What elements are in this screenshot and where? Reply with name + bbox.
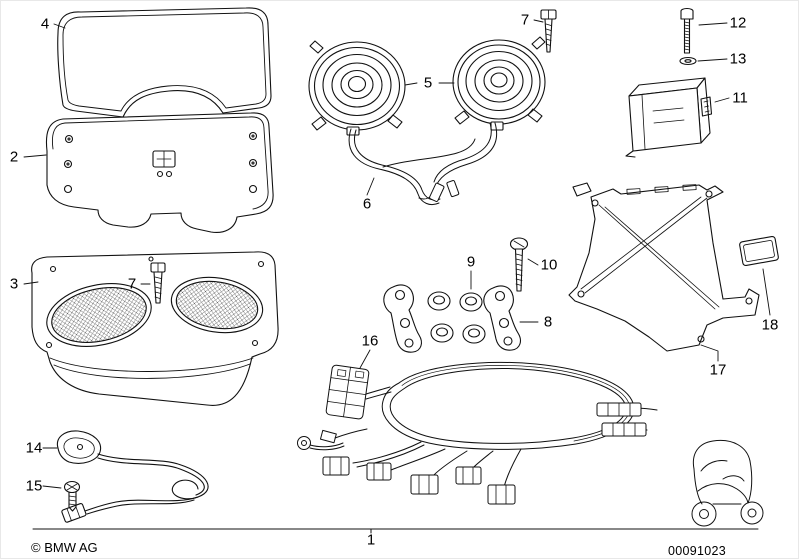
callout-part-5[interactable]: 5 [423,74,433,92]
callout-part-17[interactable]: 17 [709,361,727,379]
callout-part-18[interactable]: 18 [761,316,779,334]
callout-part-7[interactable]: 7 [127,275,137,293]
screw-part-15 [63,480,81,512]
callout-part-8[interactable]: 8 [543,313,553,331]
scooter-illustration [691,439,764,527]
callout-part-4[interactable]: 4 [40,15,50,33]
callout-part-6[interactable]: 6 [362,195,372,213]
screw-part-7-left [150,262,166,304]
control-module-part-11 [625,77,713,158]
antenna-part-14 [56,430,209,523]
callout-part-14[interactable]: 14 [25,439,43,457]
screw-part-10 [509,237,529,292]
callout-part-10[interactable]: 10 [540,256,558,274]
grille-panel-part-3 [31,251,279,406]
bolt-part-12 [680,7,694,54]
speaker-housing-part-2 [45,112,274,233]
washer-part-13 [679,56,697,66]
brackets-part-8 [383,284,521,353]
callout-part-16[interactable]: 16 [361,332,379,350]
gasket-part-4 [57,7,272,118]
callout-part-12[interactable]: 12 [729,14,747,32]
callout-part-15[interactable]: 15 [25,477,43,495]
speaker-left-part-5 [308,40,406,136]
assembly-bracket-line [32,528,759,534]
callout-part-11[interactable]: 11 [732,89,748,107]
screw-part-7-top [540,9,557,53]
speaker-right-part-5 [452,36,546,131]
speaker-wires-part-6 [348,122,497,206]
grommets-part-9 [427,291,486,344]
callout-part-2[interactable]: 2 [9,148,19,166]
mounting-bracket-part-17 [568,182,760,352]
callout-part-13[interactable]: 13 [729,50,747,68]
pad-part-18 [739,235,779,267]
wiring-harness-part-16 [297,361,658,505]
callout-part-7[interactable]: 7 [520,11,530,29]
callout-leader-lines [23,19,771,489]
copyright-text: © BMW AG [31,540,98,555]
callout-part-9[interactable]: 9 [466,253,476,271]
callout-part-1[interactable]: 1 [366,531,376,549]
callout-part-3[interactable]: 3 [9,275,19,293]
diagram-number: 00091023 [668,544,727,558]
